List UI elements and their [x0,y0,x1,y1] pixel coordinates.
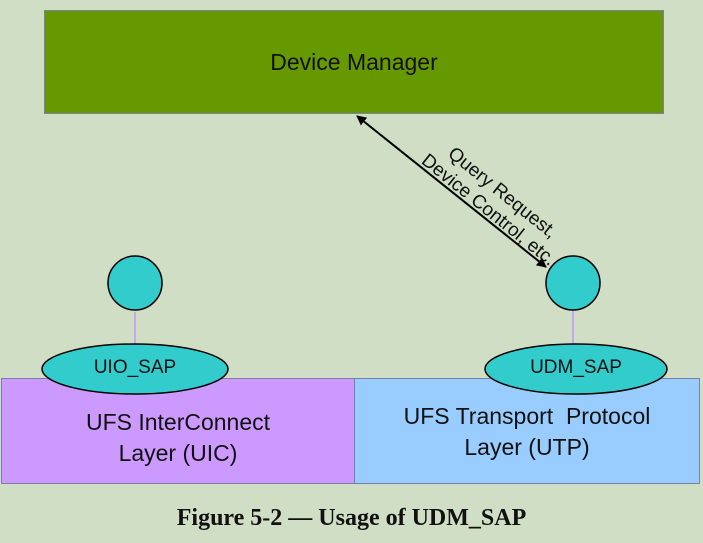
utp-label-line2: Layer (UTP) [464,434,590,460]
utp-layer-box: UFS Transport Protocol Layer (UTP) [354,378,700,484]
uio-sap-label: UIO_SAP [93,357,177,378]
uio-sap-circle [107,255,163,311]
udm-sap-label: UDM_SAP [530,357,622,378]
utp-label-line1: UFS Transport Protocol [403,403,651,429]
bidirectional-arrow [356,115,547,268]
device-manager-box: Device Manager [44,10,664,114]
udm-sap-circle [545,255,601,311]
device-manager-label: Device Manager [270,48,438,75]
uic-label-line1: UFS InterConnect [85,409,271,435]
figure-caption: Figure 5-2 — Usage of UDM_SAP [176,505,527,531]
uic-layer-box: UFS InterConnect Layer (UIC) [1,378,355,484]
uio-sap-ellipse [41,343,229,395]
uic-label-line2: Layer (UIC) [118,440,238,466]
udm-sap-ellipse [484,343,668,395]
